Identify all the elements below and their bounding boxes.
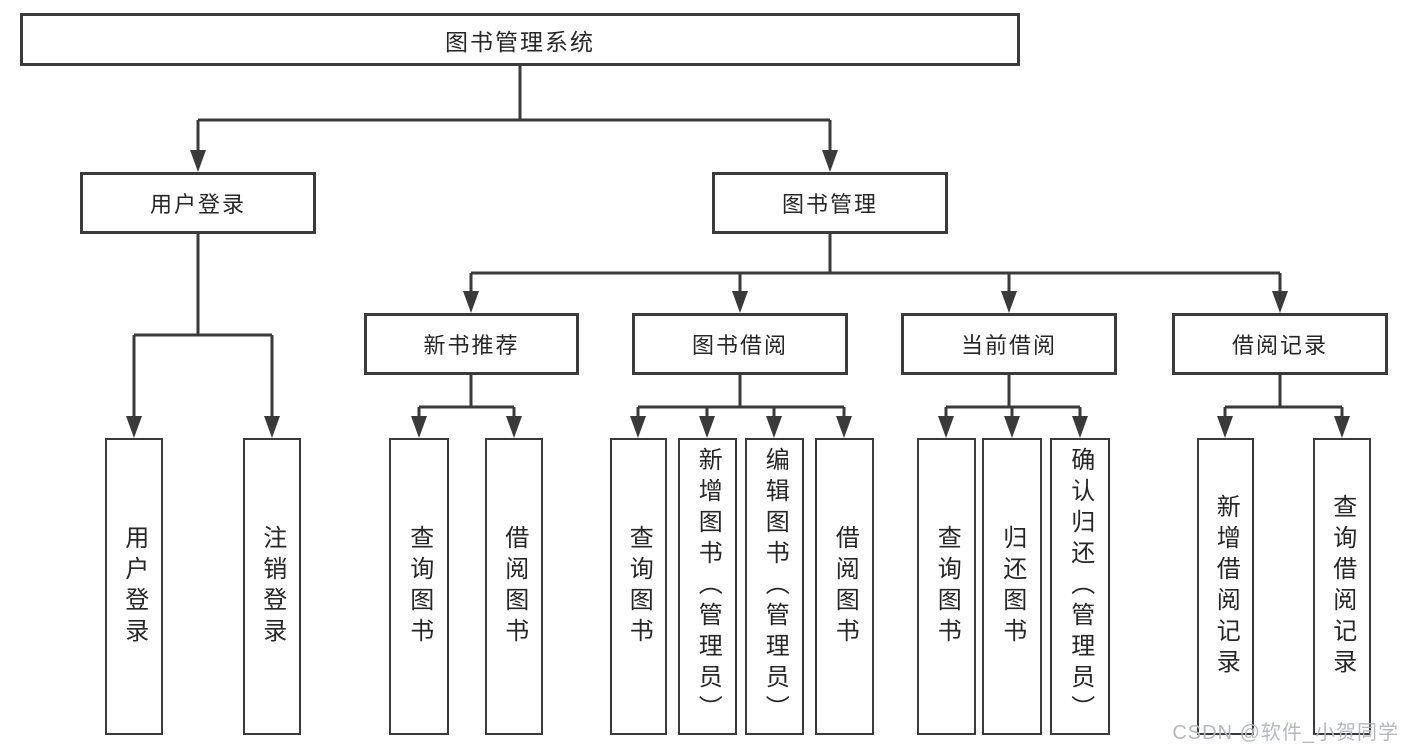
leaf-logout: 注销登录	[243, 438, 301, 735]
leaf-current-return-books: 归还图书	[982, 438, 1042, 735]
node-book-borrowing: 图书借阅	[632, 313, 848, 375]
node-root-label: 图书管理系统	[445, 28, 595, 55]
leaf-user-login: 用户登录	[105, 438, 163, 735]
node-new-book-recommend-label: 新书推荐	[423, 333, 520, 358]
leaf-logout-label: 注销登录	[258, 524, 286, 649]
leaf-records-query-record-label: 查询借阅记录	[1328, 493, 1356, 680]
leaf-current-query-books: 查询图书	[917, 438, 976, 735]
leaf-borrowing-edit-books-admin: 编辑图书（管理员）	[745, 438, 804, 735]
leaf-user-login-label: 用户登录	[120, 524, 148, 649]
node-borrowing-records: 借阅记录	[1172, 313, 1388, 375]
leaf-borrowing-borrow-books-label: 借阅图书	[831, 524, 859, 649]
node-user-login-label: 用户登录	[149, 192, 246, 217]
leaf-borrowing-query-books: 查询图书	[610, 438, 667, 735]
node-book-borrowing-label: 图书借阅	[691, 333, 788, 358]
leaf-records-add-record-label: 新增借阅记录	[1212, 493, 1240, 680]
node-current-borrowing-label: 当前借阅	[960, 333, 1057, 358]
node-book-management: 图书管理	[712, 172, 948, 234]
leaf-current-return-books-label: 归还图书	[998, 524, 1026, 649]
node-current-borrowing: 当前借阅	[901, 313, 1117, 375]
leaf-current-query-books-label: 查询图书	[933, 524, 961, 649]
node-new-book-recommend: 新书推荐	[364, 313, 579, 375]
node-book-management-label: 图书管理	[781, 192, 878, 217]
node-borrowing-records-label: 借阅记录	[1231, 333, 1328, 358]
leaf-recommend-borrow-books: 借阅图书	[485, 438, 543, 735]
leaf-borrowing-edit-books-admin-label: 编辑图书（管理员）	[761, 447, 789, 726]
leaf-current-confirm-return-admin: 确认归还（管理员）	[1050, 438, 1110, 735]
leaf-records-query-record: 查询借阅记录	[1313, 438, 1371, 735]
leaf-recommend-query-books-label: 查询图书	[405, 524, 433, 649]
leaf-recommend-borrow-books-label: 借阅图书	[500, 524, 528, 649]
node-root: 图书管理系统	[20, 13, 1020, 66]
leaf-records-add-record: 新增借阅记录	[1197, 438, 1254, 735]
leaf-recommend-query-books: 查询图书	[389, 438, 449, 735]
leaf-borrowing-add-books-admin-label: 新增图书（管理员）	[694, 447, 722, 726]
leaf-borrowing-query-books-label: 查询图书	[625, 524, 653, 649]
node-user-login: 用户登录	[80, 172, 316, 234]
leaf-borrowing-add-books-admin: 新增图书（管理员）	[678, 438, 737, 735]
leaf-borrowing-borrow-books: 借阅图书	[815, 438, 874, 735]
leaf-current-confirm-return-admin-label: 确认归还（管理员）	[1066, 447, 1094, 726]
